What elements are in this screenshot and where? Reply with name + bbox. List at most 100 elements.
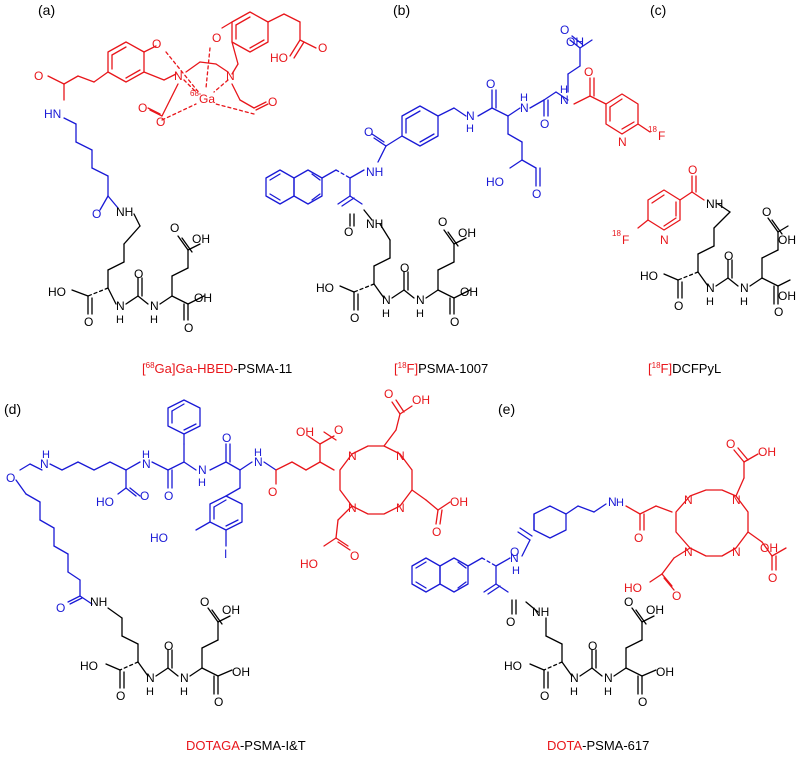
structure-e-h-urea1: H [570,686,578,698]
structure-d-h3: H [254,447,262,459]
structure-e-h1: H [512,565,520,577]
structure-a-ho: HO [48,285,66,299]
structure-e-oh-glu: OH [646,603,664,617]
structure-b-o2: O [540,117,549,131]
structure-d-o1: O [164,489,173,503]
structure-b-nh1: N [466,109,475,123]
structure-b-o-glu: O [438,215,447,229]
structure-d-dotaga [275,399,451,551]
structure-a-oh1: OH [192,232,210,246]
structure-b-oh1: OH [458,226,476,240]
structure-b-f-isotope: 18 [648,125,657,134]
structure-b-linker [337,35,593,207]
structure-b-ho2: HO [316,281,334,295]
structure-d-o-acid: O [140,489,149,503]
structure-b-o-acid-left: O [350,311,359,325]
structure-d-o-urea: O [164,639,173,653]
structure-e-h-urea2: H [604,686,612,698]
structure-a-o-urea: O [134,267,143,281]
caption-a-red: Ga]Ga-HBED [155,361,234,376]
structure-a-hn: HN [44,107,61,121]
structure-d-o-r2: O [432,525,441,539]
structure-d-oh-r2: OH [450,495,468,509]
structure-e-naphthyl-cyclohexyl [411,503,607,595]
structure-c-nh: NH [706,197,723,211]
structure-a-n-urea2: N [150,299,159,313]
structure-a-o-acid-right: O [184,321,193,335]
structure-d-h-urea1: H [146,686,154,698]
structure-b-o5: O [532,187,541,201]
structure-d: O N H HO O N H O N H O N H HO I O [6,387,468,753]
structure-c-o-acid-left: O [674,299,683,313]
structure-e-n-urea1: N [570,671,579,685]
structure-c-h-urea1: H [706,296,714,308]
structure-d-h2: H [198,477,206,489]
structure-a-linker [63,117,119,211]
caption-c: [18F]DCFPyL [648,361,721,376]
structure-e-o-acid-right: O [638,695,647,709]
structure-d-nh2: N [198,463,207,477]
structure-a-o-linker: O [92,207,101,221]
structure-c-o1: O [688,163,697,177]
structure-d-oh-top: OH [296,425,314,439]
structure-e-h-link: H [616,497,624,509]
structure-b-n-urea1: N [382,293,391,307]
structure-b-n-urea2: N [416,293,425,307]
structure-b-f: F [658,129,665,143]
structure-d-h-urea2: H [180,686,188,698]
structure-a-n-urea1: N [116,299,125,313]
structure-c-n-urea2: N [740,281,749,295]
structure-a-o1: O [152,37,161,51]
structure-e-o-r2: O [768,571,777,585]
structure-b-h1: H [466,123,474,135]
structure-d-o-top: O [334,423,343,437]
structure-d-n-urea1: N [146,671,155,685]
structure-c-lys-urea-glu [663,203,791,305]
structure-d-o-r1: O [384,387,393,401]
structure-a-n1: N [174,69,183,83]
structure-c-oh1: OH [778,233,796,247]
structure-e-nh2: NH [532,605,549,619]
caption-c-open: [ [648,361,652,376]
structure-e-n1: N [684,493,693,507]
structure-d-n1: N [348,449,357,463]
structure-e-n3: N [684,545,693,559]
structure-c-fluoropyridine [637,175,705,231]
structure-d-n3: N [348,501,357,515]
structure-a-nh: NH [116,205,133,219]
structure-b-n-pyridine: N [618,135,627,149]
structure-b-lys-urea-glu [339,209,471,315]
structure-b-nh5: NH [366,217,383,231]
structure-c-f: F [622,233,629,247]
structure-c-n-urea1: N [706,281,715,295]
caption-b-black: PSMA-1007 [418,361,488,376]
structure-d-o-left: O [6,471,15,485]
structure-a-lys-urea-glu [71,213,205,321]
structure-a: O O N N 68 Ga HO O O O O O HN O [34,11,327,376]
structure-d-ho-r: HO [300,557,318,571]
structure-a-o-amide: O [34,69,43,83]
structure-e-oh-r1: OH [758,445,776,459]
structure-d-lys-urea-glu [105,607,233,695]
structure-e-ho-glu: HO [504,659,522,673]
structure-b: OH O O N H N H O N H O NH HO O [265,23,665,376]
structure-e-nh-link: N [608,495,617,509]
structure-b-h3: H [560,84,568,96]
structure-d-n-urea2: N [180,671,189,685]
caption-e-black: -PSMA-617 [582,738,649,753]
panel-a-label: (a) [38,2,55,18]
structure-c-o-acid-right: O [774,305,783,319]
structure-e-o-red: O [634,531,643,545]
structure-b-fluoropyridine [573,77,651,135]
caption-b: [18F]PSMA-1007 [394,361,488,376]
caption-d-black: -PSMA-I&T [240,738,306,753]
structure-a-oh2: OH [194,291,212,305]
structure-d-h-n: H [42,449,50,461]
structure-e-nh1: N [510,551,519,565]
structure-d-oh-glu: OH [222,603,240,617]
structure-a-o2: O [212,31,221,45]
caption-d-red: DOTAGA [186,738,240,753]
structure-d-o-glu: O [200,595,209,609]
structure-e-ho-r: HO [624,581,642,595]
caption-c-black: DCFPyL [672,361,721,376]
